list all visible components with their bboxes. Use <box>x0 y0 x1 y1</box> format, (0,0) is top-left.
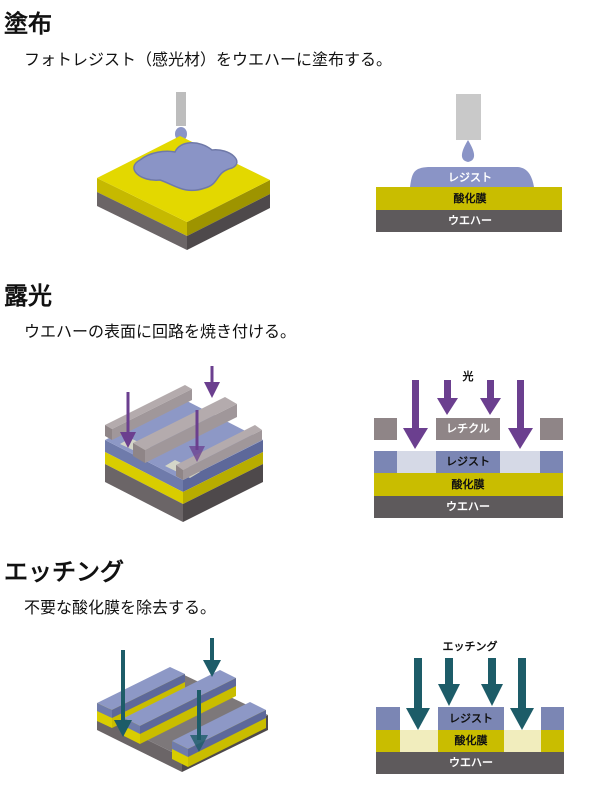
resist-layer <box>410 167 534 187</box>
light-label: 光 <box>462 369 474 383</box>
section-desc-etching: 不要な酸化膜を除去する。 <box>24 598 217 617</box>
reticle-block <box>374 418 397 440</box>
section-desc-coating: フォトレジスト（感光材）をウエハーに塗布する。 <box>24 50 393 69</box>
resist-label: レジスト <box>446 455 490 468</box>
resist-drop <box>461 140 475 162</box>
oxide-layer <box>374 473 563 496</box>
etching-label: エッチング <box>443 639 498 653</box>
wafer-label: ウエハー <box>449 756 493 769</box>
etched-oxide <box>400 730 438 752</box>
etching-isometric <box>97 638 268 772</box>
etched-oxide <box>504 730 541 752</box>
coating-cross-section: レジスト 酸化膜 ウエハー <box>376 94 562 232</box>
exposure-isometric <box>105 366 263 522</box>
oxide-layer <box>376 187 562 210</box>
etching-cross-section: エッチング レジスト 酸化膜 ウエハー <box>376 639 564 774</box>
wafer-label: ウエハー <box>448 214 492 227</box>
etch-arrows <box>114 638 221 752</box>
resist-block <box>541 707 564 730</box>
wafer-layer <box>376 210 562 232</box>
oxide-label: 酸化膜 <box>452 477 485 491</box>
wafer-label: ウエハー <box>446 500 490 513</box>
resist-puddle <box>133 142 238 192</box>
section-title-coating: 塗布 <box>4 10 52 38</box>
etch-arrows <box>406 658 534 730</box>
section-title-etching: エッチング <box>4 558 124 586</box>
oxide-label: 酸化膜 <box>454 191 487 205</box>
resist-block <box>438 707 504 730</box>
exposed-resist <box>500 451 540 473</box>
section-desc-exposure: ウエハーの表面に回路を焼き付ける。 <box>24 322 297 341</box>
nozzle <box>456 94 481 140</box>
wafer-layer <box>374 496 563 518</box>
wafer-layer <box>376 752 564 774</box>
light-arrows <box>120 366 220 462</box>
exposed-resist <box>397 451 436 473</box>
exposure-cross-section: 光 レチクル レジスト 酸化膜 ウエハー <box>374 369 563 518</box>
oxide-label: 酸化膜 <box>455 733 488 747</box>
resist-block <box>376 707 400 730</box>
nozzle <box>176 92 186 126</box>
resist-label: レジスト <box>448 171 492 184</box>
reticle-label: レチクル <box>446 422 490 435</box>
coating-isometric <box>97 92 270 250</box>
resist-label: レジスト <box>449 712 493 725</box>
reticle-block <box>540 418 563 440</box>
section-title-exposure: 露光 <box>4 282 52 310</box>
reticle-block <box>436 418 500 440</box>
light-arrows <box>403 380 533 449</box>
